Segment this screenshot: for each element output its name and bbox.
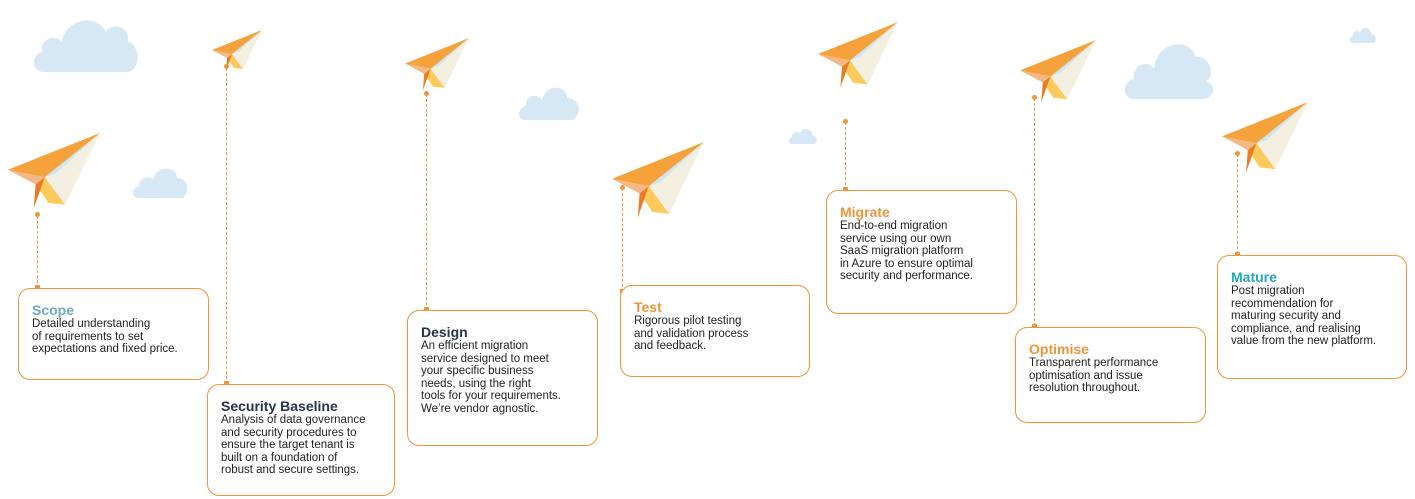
connector-line	[226, 68, 227, 384]
stage-card-migrate: Migrate End-to-end migration service usi…	[826, 190, 1017, 314]
paper-plane-icon	[818, 22, 898, 94]
stage-description: An efficient migration service designed …	[421, 340, 561, 415]
connector-dot	[1032, 95, 1037, 100]
connector-line	[845, 122, 846, 190]
cloud-icon	[519, 87, 579, 120]
stage-description: Transparent performance optimisation and…	[1029, 357, 1159, 395]
paper-plane-icon	[405, 38, 469, 96]
connector-dot	[843, 119, 848, 124]
stage-card-mature: Mature Post migration recommendation for…	[1217, 255, 1407, 379]
connector-line	[1237, 154, 1238, 254]
connector-dot	[424, 91, 429, 96]
connector-dot	[224, 64, 229, 69]
paper-plane-icon	[1222, 102, 1308, 179]
connector-dot	[35, 212, 40, 217]
cloud-icon	[1350, 27, 1376, 43]
stage-title: Test	[634, 299, 662, 315]
connector-line	[426, 94, 427, 310]
stage-description: Rigorous pilot testing and validation pr…	[634, 315, 749, 353]
connector-line	[622, 188, 623, 292]
connector-square	[424, 307, 429, 312]
stage-card-design: Design An efficient migration service de…	[407, 310, 598, 446]
stage-card-scope: Scope Detailed understanding of requirem…	[18, 288, 209, 380]
stage-card-optimise: Optimise Transparent performance optimis…	[1015, 327, 1206, 423]
paper-plane-icon	[212, 30, 262, 75]
connector-dot	[1235, 151, 1240, 156]
stage-title: Security Baseline	[221, 398, 338, 414]
cloud-icon	[1125, 44, 1214, 99]
connector-dot	[620, 185, 625, 190]
stage-title: Migrate	[840, 204, 890, 220]
connector-square	[224, 381, 229, 386]
cloud-icon	[789, 128, 817, 144]
connector-square	[843, 187, 848, 192]
paper-plane-icon	[8, 133, 100, 216]
connector-square	[1032, 324, 1037, 329]
cloud-icon	[133, 168, 188, 198]
stage-title: Design	[421, 324, 468, 340]
stage-description: Post migration recommendation for maturi…	[1231, 285, 1377, 348]
stage-description: End-to-end migration service using our o…	[840, 220, 973, 283]
connector-line	[37, 216, 38, 288]
paper-plane-icon	[612, 142, 704, 225]
cloud-icon	[33, 20, 138, 72]
stage-description: Analysis of data governance and security…	[221, 414, 366, 477]
connector-square	[1235, 252, 1240, 257]
connector-square	[35, 285, 40, 290]
stage-description: Detailed understanding of requirements t…	[32, 318, 178, 356]
stage-title: Mature	[1231, 269, 1277, 285]
connector-line	[1034, 98, 1035, 326]
stage-card-test: Test Rigorous pilot testing and validati…	[620, 285, 810, 377]
stage-card-security-baseline: Security Baseline Analysis of data gover…	[207, 384, 395, 496]
stage-title: Scope	[32, 302, 75, 318]
paper-plane-icon	[1020, 40, 1096, 108]
stage-title: Optimise	[1029, 341, 1089, 357]
